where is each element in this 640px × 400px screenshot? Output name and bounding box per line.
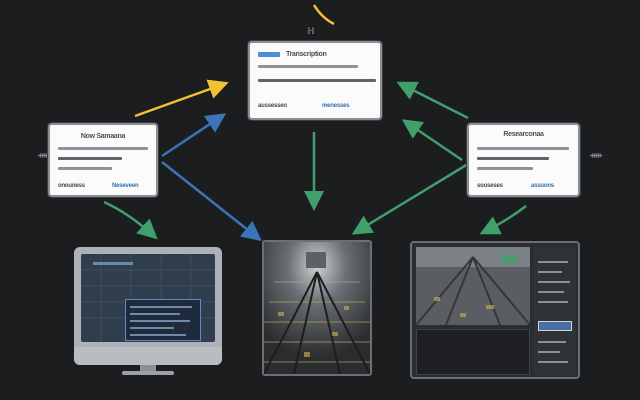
top-node-card[interactable]: Transcription aussesseo menesses	[248, 41, 382, 120]
monitor-base	[122, 371, 174, 375]
text-line	[58, 167, 112, 170]
arrow-left-blue-up	[161, 113, 227, 158]
sidebar-line	[538, 351, 560, 353]
left-node-foot-left: onouness	[58, 183, 85, 189]
tablet-icon	[410, 241, 580, 379]
tablet-sidebar	[534, 247, 576, 375]
sidebar-line	[538, 361, 568, 363]
arrow-right-to-top	[396, 81, 469, 120]
right-node-title: Researconaa	[503, 131, 544, 138]
sidebar-line	[538, 301, 568, 303]
text-line	[477, 147, 569, 150]
arrow-left-to-monitor	[103, 200, 158, 240]
text-line	[258, 65, 358, 68]
text-line	[477, 157, 549, 160]
sidebar-line	[538, 341, 566, 343]
arrow-left-blue-down	[161, 161, 262, 242]
tablet-bottom-panel	[416, 329, 530, 375]
left-side-symbol: ᚔ	[38, 150, 51, 160]
sidebar-line	[538, 271, 562, 273]
text-line	[58, 147, 148, 150]
right-node-foot-right: assuons	[531, 183, 554, 189]
tablet-image-art	[416, 247, 530, 325]
arrow-right-diag	[401, 119, 463, 162]
right-side-symbol: ᚔ	[590, 150, 603, 160]
monitor-neck	[140, 365, 156, 371]
top-node-foot-right: menesses	[322, 103, 350, 109]
right-node-foot-left: souseses	[477, 183, 503, 189]
panel-line	[130, 334, 186, 336]
top-node-title: Transcription	[286, 51, 327, 58]
top-node-foot-left: aussesseo	[258, 103, 287, 109]
panel-line	[130, 306, 192, 308]
tablet-button[interactable]	[538, 321, 572, 331]
sidebar-line	[538, 281, 570, 283]
top-symbol: ℍ	[307, 26, 315, 36]
monitor-panel	[125, 299, 201, 341]
tablet-image	[416, 247, 530, 325]
sidebar-line	[538, 261, 568, 263]
left-node-foot-right: Neseveen	[112, 183, 139, 189]
monitor-screen	[81, 254, 215, 342]
panel-line	[130, 320, 190, 322]
monitor-icon	[74, 247, 222, 375]
left-node-title: Now Samaana	[80, 133, 126, 140]
arrow-right-green-down	[351, 162, 469, 235]
panel-line	[130, 313, 180, 315]
text-line	[477, 167, 533, 170]
scene-photo	[262, 240, 372, 376]
sidebar-line	[538, 291, 564, 293]
text-line	[58, 157, 122, 160]
right-node-card[interactable]: Researconaa souseses assuons	[467, 123, 580, 197]
arrow-right-to-tablet	[479, 205, 527, 235]
scene-photo-art	[264, 242, 370, 374]
arrow-top-hook	[312, 4, 335, 26]
panel-line	[130, 327, 174, 329]
arrow-left-to-top	[134, 79, 229, 118]
left-node-card[interactable]: Now Samaana onouness Neseveen	[48, 123, 158, 197]
text-line	[258, 79, 376, 82]
title-highlight	[258, 52, 280, 57]
monitor-chin	[74, 347, 222, 365]
